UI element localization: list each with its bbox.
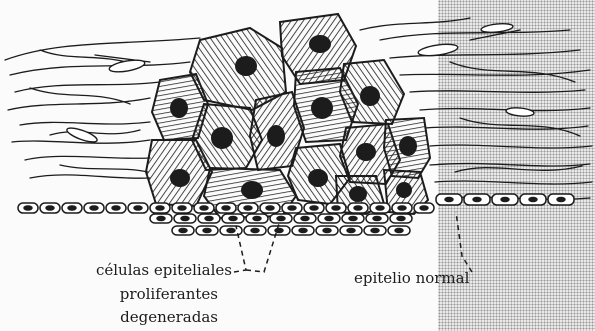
epithelial-nucleus — [251, 229, 259, 233]
epithelial-nucleus — [501, 198, 509, 202]
epithelial-nucleus — [529, 198, 537, 202]
label-normal-epithelium: epitelio normal — [354, 270, 469, 287]
label-proliferating: proliferantes — [44, 286, 218, 303]
epithelial-nucleus — [205, 217, 213, 221]
epithelial-nucleus — [376, 206, 384, 210]
epithelial-nucleus — [354, 206, 362, 210]
proliferating-cells — [146, 14, 430, 218]
epithelial-nucleus — [200, 206, 208, 210]
epithelial-nucleus — [227, 229, 235, 233]
epithelial-nucleus — [288, 206, 296, 210]
label-degenerated: degeneradas — [44, 309, 218, 326]
epithelial-nucleus — [179, 229, 187, 233]
epithelial-nucleus — [347, 229, 355, 233]
epithelial-nucleus — [373, 217, 381, 221]
epithelial-nucleus — [275, 229, 283, 233]
epithelial-nucleus — [349, 217, 357, 221]
epithelial-nucleus — [332, 206, 340, 210]
epithelial-nucleus — [301, 217, 309, 221]
epithelial-nucleus — [181, 217, 189, 221]
epithelial-nucleus — [90, 206, 98, 210]
label-epithelial-cells: células epiteliales — [44, 262, 232, 279]
epithelial-nucleus — [371, 229, 379, 233]
epithelial-nucleus — [323, 229, 331, 233]
epithelial-nucleus — [156, 206, 164, 210]
epithelial-nucleus — [24, 206, 32, 210]
epithelial-nucleus — [395, 229, 403, 233]
epithelial-nucleus — [299, 229, 307, 233]
epithelial-nucleus — [178, 206, 186, 210]
epithelial-nucleus — [398, 206, 406, 210]
epithelial-nucleus — [473, 198, 481, 202]
epithelial-nucleus — [325, 217, 333, 221]
epithelial-nucleus — [253, 217, 261, 221]
degenerated-epithelium-row-lower — [172, 226, 410, 235]
epithelial-nucleus — [203, 229, 211, 233]
epithelial-nucleus — [222, 206, 230, 210]
epithelial-nucleus — [68, 206, 76, 210]
epithelial-nucleus — [134, 206, 142, 210]
epithelial-nucleus — [244, 206, 252, 210]
epithelial-nucleus — [397, 217, 405, 221]
epithelial-nucleus — [310, 206, 318, 210]
epithelial-nucleus — [46, 206, 54, 210]
epithelial-nucleus — [157, 217, 165, 221]
epithelial-nucleus — [266, 206, 274, 210]
epithelial-nucleus — [557, 198, 565, 202]
epithelial-nucleus — [112, 206, 120, 210]
epithelial-nucleus — [229, 217, 237, 221]
epithelial-nucleus — [445, 198, 453, 202]
epithelial-nucleus — [420, 206, 428, 210]
